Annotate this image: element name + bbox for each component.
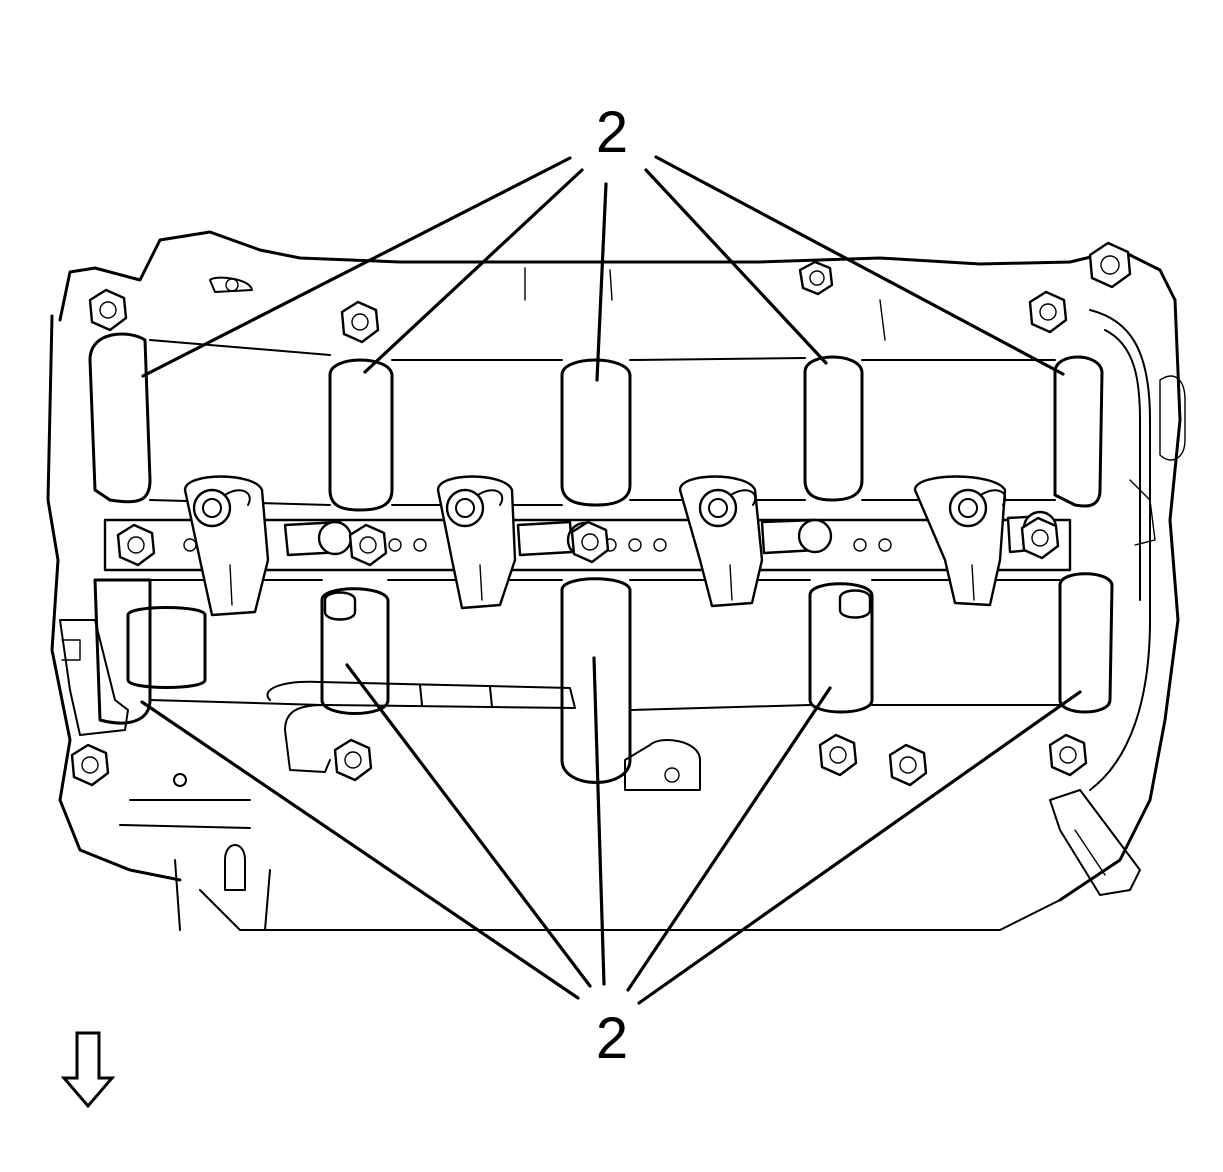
- bolt: [1020, 516, 1060, 560]
- fuel-injector-2: [436, 475, 517, 610]
- bolt: [116, 523, 156, 567]
- bolts: [70, 241, 1132, 787]
- bolt: [348, 523, 388, 567]
- bolt: [570, 520, 610, 564]
- bolt: [1028, 290, 1068, 334]
- callout-bottom: 2: [596, 1006, 628, 1071]
- misc-detail: [59, 267, 1141, 896]
- fuel-injector-1: [183, 475, 270, 617]
- bolt: [798, 260, 834, 296]
- bolt: [88, 288, 128, 332]
- bolt: [1048, 733, 1088, 777]
- callout-top: 2: [596, 100, 628, 165]
- bolt: [888, 743, 928, 787]
- bolt: [340, 300, 380, 344]
- bolt: [70, 743, 110, 787]
- callout-leaders-bottom: [140, 656, 1082, 1005]
- callout-leaders-top: [141, 155, 1065, 382]
- fuel-injector-3: [678, 475, 764, 608]
- bolt: [818, 733, 858, 777]
- engine-block-outline: [46, 230, 1186, 931]
- bolt: [323, 591, 357, 621]
- fuel-line-fittings: [283, 510, 1058, 559]
- fuel-injector-4: [913, 475, 1007, 607]
- down-arrow-icon: [60, 1031, 116, 1109]
- bolt: [1088, 241, 1132, 289]
- bolt: [333, 738, 373, 782]
- bolt: [838, 589, 872, 619]
